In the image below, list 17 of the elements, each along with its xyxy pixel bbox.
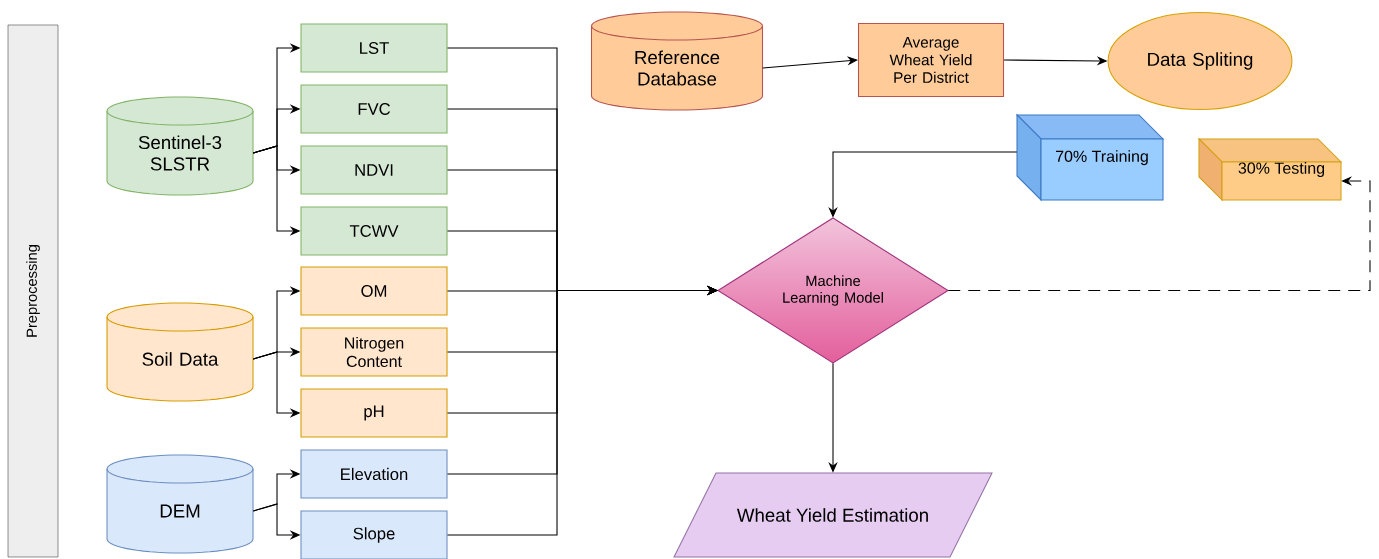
database-cylinder: Sentinel-3 SLSTR <box>106 96 254 196</box>
stage-band: Preprocessing <box>7 24 59 558</box>
process-box: Average Wheat Yield Per District <box>857 22 1005 98</box>
process-box: Nitrogen Content <box>300 327 448 377</box>
process-box: LST <box>300 23 448 73</box>
process-box: TCWV <box>300 206 448 256</box>
output-parallelogram: Wheat Yield Estimation <box>673 472 993 558</box>
process-box: OM <box>300 266 448 316</box>
process-box: Slope <box>300 510 448 559</box>
process-box: Elevation <box>300 449 448 499</box>
arrow <box>762 56 858 69</box>
process-box: FVC <box>300 84 448 134</box>
process-box: NDVI <box>300 145 448 195</box>
process-box: pH <box>300 388 448 438</box>
database-cylinder: DEM <box>106 454 254 554</box>
database-cylinder: Reference Database <box>590 11 764 111</box>
database-cylinder: Soil Data <box>106 302 254 402</box>
